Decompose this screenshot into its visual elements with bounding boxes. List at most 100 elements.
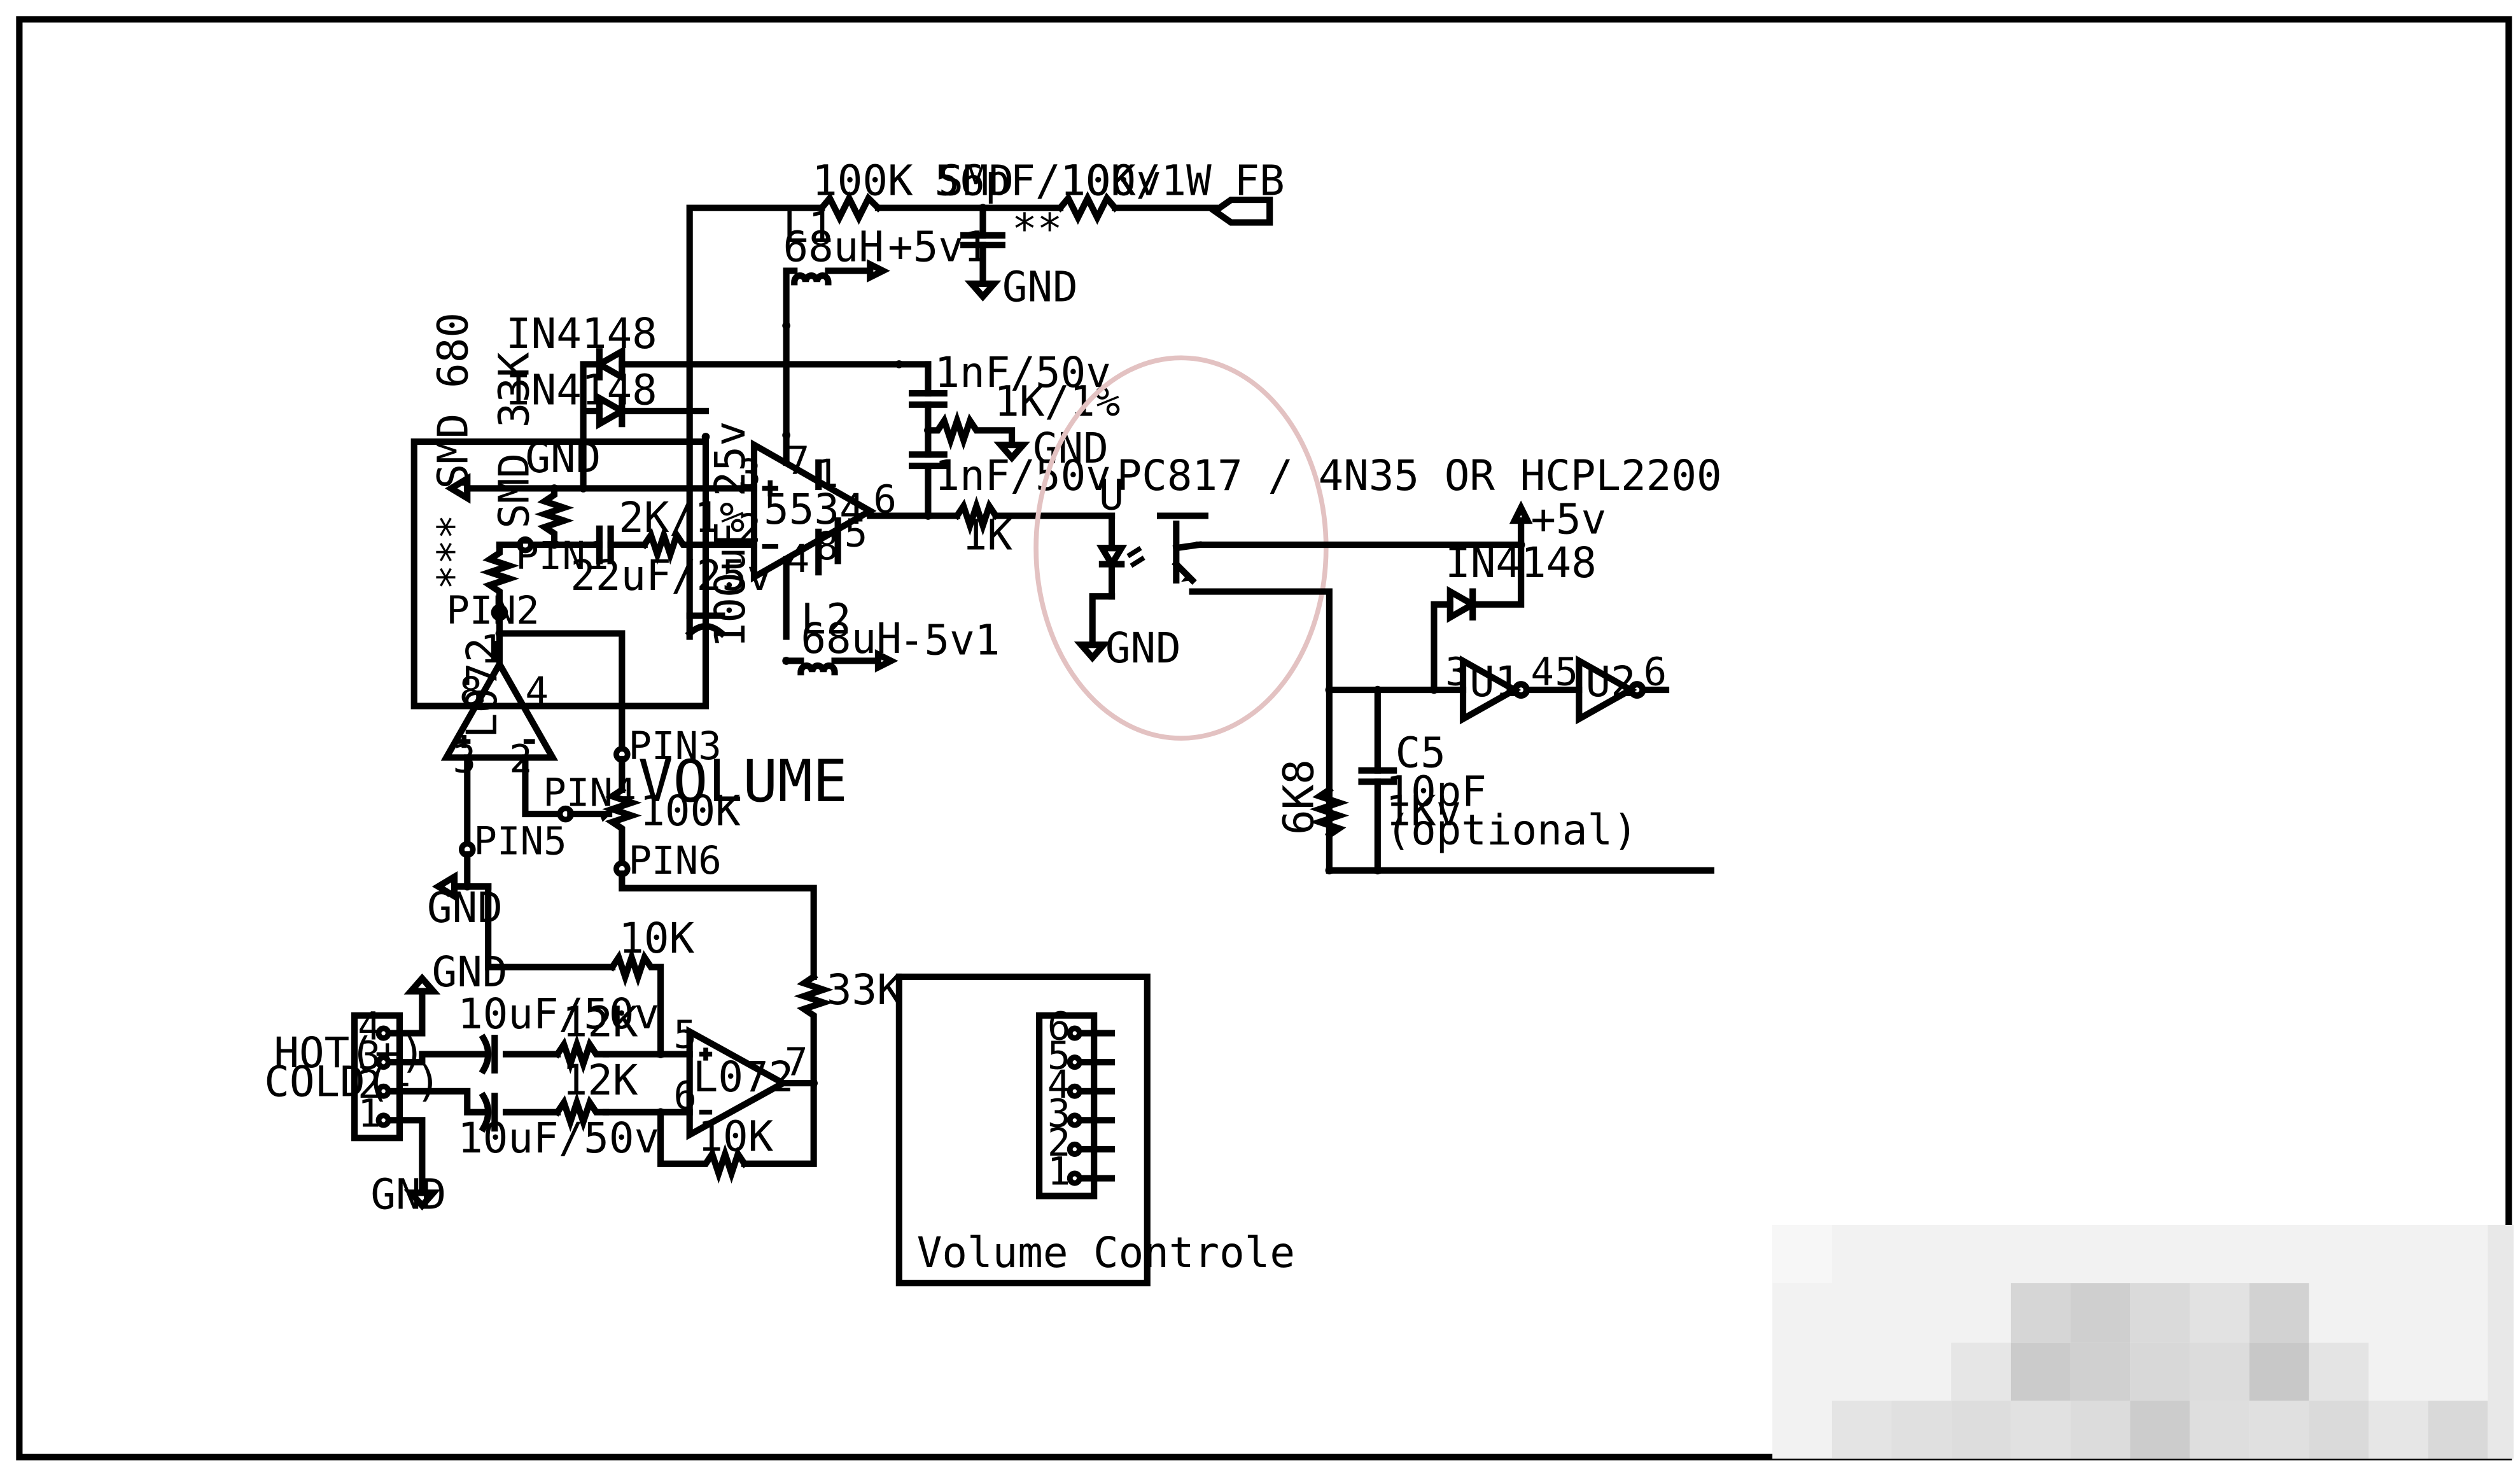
pin-op-4: 4 (787, 537, 810, 582)
label-100k-smd: 100K SMD (812, 156, 1014, 205)
conn-right-2: 2 (1047, 1121, 1071, 1165)
label-pin2: PIN2 (446, 589, 539, 633)
label-gnd-conn-top: GND (432, 948, 508, 997)
label-22uf: 22uF/25v (570, 551, 772, 600)
opamp-l072-b (386, 947, 834, 1184)
conn-left-1: 1 (358, 1091, 381, 1136)
label-pin4: PIN4 (543, 771, 636, 815)
label-c5-kv: 1Kv (1385, 787, 1461, 836)
label-l1: L1 (783, 203, 834, 252)
l2-inductor (782, 649, 899, 676)
conn-left-2: 2 (358, 1063, 381, 1107)
label-10k-b: 10K (697, 1112, 773, 1161)
drawing-frame (16, 16, 2512, 1460)
label-u2: U2 (1585, 657, 1635, 706)
label-10uf-a: 10uF/50v (458, 990, 659, 1039)
conn-left-3: 3 (358, 1033, 381, 1078)
label-1k-1pct: 1K/1% (994, 377, 1120, 426)
feedback-branch (686, 191, 1273, 640)
opamp-5534 (750, 431, 932, 640)
label-gnd-opamp: GND (525, 433, 601, 482)
label-gnd-opto: GND (1105, 624, 1181, 673)
label-cold: COLD(-) (264, 1057, 440, 1106)
pin-u2-5: 5 (1555, 650, 1578, 694)
label-u: U (1099, 470, 1124, 519)
label-l072-a: L072 (458, 638, 507, 739)
pin-b-7: 7 (785, 1040, 808, 1084)
conn-left-4: 4 (358, 1005, 381, 1049)
label-56pf: 56pF/100v (935, 156, 1162, 205)
pin-op-1: 1 (815, 452, 839, 496)
diode-pair (580, 346, 904, 492)
opto-input (925, 496, 1208, 663)
pin-u2-6: 6 (1644, 650, 1667, 694)
conn-right-5: 5 (1047, 1033, 1071, 1078)
label-c5: C5 (1396, 729, 1446, 778)
label-l072-b: L072 (693, 1053, 794, 1102)
label-in4148-b: IN4148 (506, 366, 657, 415)
label-33k: 33K (827, 965, 902, 1014)
label-10uf-b: 10uF/50v (458, 1114, 659, 1163)
pin-op-5: 5 (844, 512, 868, 556)
label-c5-value: 10pF (1385, 767, 1487, 816)
label-5534: 5534 (764, 485, 865, 534)
conn-right-6: 6 (1047, 1005, 1071, 1049)
label-smd-33k: SMD 33K (489, 352, 538, 529)
rc-network (895, 361, 1030, 519)
label-10k-a: 10K (619, 914, 694, 963)
opamp-input-network (410, 438, 758, 710)
pin-u1-4: 4 (1530, 650, 1554, 694)
label-smd-680: *** SMD 680 (428, 312, 477, 590)
conn-right-3: 3 (1047, 1091, 1071, 1136)
label-volume-controle: Volume Controle (917, 1228, 1295, 1277)
pin-u1-3: 3 (1445, 650, 1469, 694)
label-opto: PC817 / 4N35 OR HCPL2200 (1117, 451, 1722, 500)
volume-controle-box (895, 973, 1151, 1287)
l1-inductor (782, 259, 890, 438)
pin-l-1: 1 (480, 627, 504, 672)
label-volume-value: 100K (640, 787, 741, 836)
label-hot: HOT(+) (274, 1028, 425, 1077)
pin-op-7: 7 (787, 439, 810, 484)
label-in4148-a: IN4148 (506, 309, 657, 358)
conn-right-1: 1 (1047, 1150, 1071, 1194)
label-l2: L2 (801, 594, 851, 643)
label-l1-value: 68uH (783, 222, 885, 271)
pin-op-8: 8 (815, 524, 839, 569)
label-10k-1w: 10K/1W (1060, 156, 1212, 205)
pin-l-4: 4 (525, 669, 549, 714)
label-double-star: ** (1012, 204, 1062, 253)
pin-op-6: 6 (873, 477, 897, 522)
label-l2-value: 68uH (801, 614, 902, 663)
label-volume: VOLUME (638, 748, 848, 815)
label-plus5v: +5v (1530, 494, 1606, 543)
label-pin3: PIN3 (628, 724, 721, 769)
label-12k-a: 12K (563, 998, 638, 1047)
label-gnd-l072: GND (427, 883, 503, 932)
label-gnd-top: GND (1002, 263, 1078, 312)
label-pin5: PIN5 (473, 819, 566, 864)
label-1k: 1K (962, 511, 1013, 560)
output-stage (1189, 500, 1715, 875)
label-1nf-b: 1nF/50v (935, 451, 1111, 500)
opamp-l072-a (431, 609, 817, 980)
label-plus5v1: +5v1 (888, 222, 989, 271)
label-gnd-conn-bottom: GND (370, 1170, 446, 1219)
label-1nf-a: 1nF/50v (935, 348, 1111, 397)
pin-l-2: 2 (509, 737, 533, 781)
label-2k-1pct: 2K/1% (619, 493, 745, 542)
label-c5-optional: (optional) (1385, 806, 1637, 855)
pin-l-8: 8 (459, 669, 483, 714)
label-minus5v1: -5v1 (899, 615, 1000, 664)
label-100uf: 100uF 25v (706, 421, 755, 648)
label-u1: U1 (1469, 657, 1520, 706)
pin-l-3: 3 (452, 737, 476, 781)
pin-b-6: 6 (673, 1074, 697, 1119)
label-pin1: PIN1 (515, 534, 608, 578)
label-pin6: PIN6 (628, 839, 721, 883)
label-in4148-c: IN4148 (1445, 538, 1597, 587)
label-6k8: 6K8 (1275, 759, 1324, 835)
conn-right-4: 4 (1047, 1063, 1071, 1107)
